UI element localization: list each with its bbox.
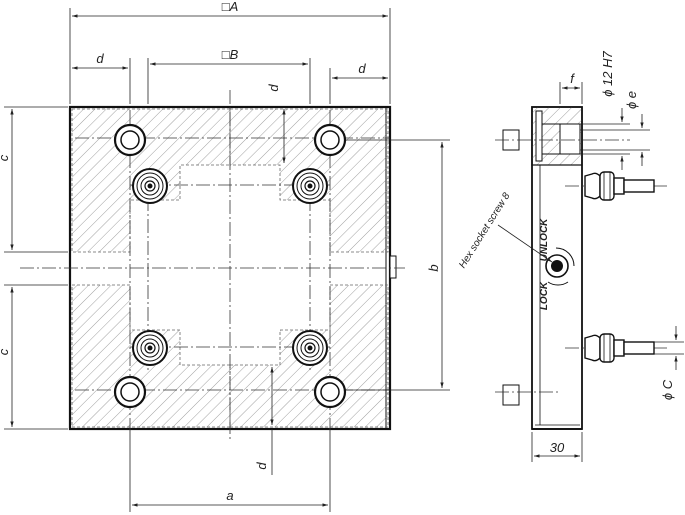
label-12h7: ϕ 12 H7 [600, 50, 615, 96]
label-b: b [426, 264, 441, 271]
label-A: □A [222, 0, 239, 14]
pull-stud-lower [584, 333, 655, 363]
clamping-modules [132, 168, 328, 366]
label-c-top: c [0, 154, 11, 161]
module-2 [292, 168, 328, 204]
module-1 [132, 168, 168, 204]
lock-engraving: LOCK [539, 281, 550, 310]
label-c-bottom: c [0, 348, 11, 355]
hole-bottom-right [313, 375, 347, 409]
hex-screw-note: Hex socket screw 8 [457, 191, 513, 271]
label-phi-e: ϕ e [624, 91, 639, 109]
label-f: f [570, 71, 575, 86]
label-d-vertical-top: d [266, 84, 281, 92]
module-3 [132, 330, 168, 366]
label-a: a [226, 488, 233, 503]
unlock-engraving: UNLOCK [539, 218, 550, 262]
module-4 [292, 330, 328, 366]
pull-stud-upper [584, 171, 655, 201]
label-d-top-right: d [358, 61, 366, 76]
label-d-vertical-bottom: d [254, 462, 269, 470]
label-30: 30 [550, 440, 565, 455]
label-phi-c: ϕ C [660, 379, 675, 400]
label-B: □B [222, 47, 239, 62]
label-d-top-left: d [96, 51, 104, 66]
corner-holes [113, 123, 347, 409]
hole-top-right [313, 123, 347, 157]
top-view: □A □B d d d d c c b a [0, 0, 450, 512]
hole-top-left [113, 123, 147, 157]
side-view: UNLOCK LOCK Hex socket screw 8 [457, 50, 684, 462]
hole-bottom-left [113, 375, 147, 409]
